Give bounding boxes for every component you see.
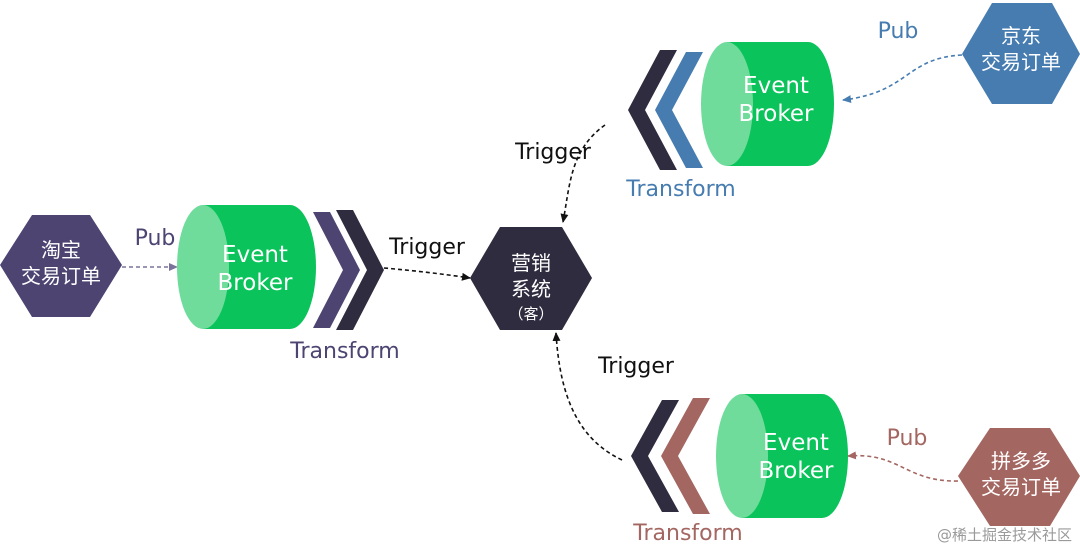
broker-bottom-line2: Broker — [759, 458, 834, 484]
pub-arrow-top — [842, 54, 963, 104]
pub-label-top: Pub — [878, 19, 919, 44]
transform-chevrons-top — [628, 50, 703, 170]
taobao-order-node: 淘宝 交易订单 — [0, 215, 122, 317]
marketing-line1: 营销 — [511, 251, 551, 275]
marketing-system-node: 营销 系统 （客） — [470, 227, 592, 330]
taobao-line2: 交易订单 — [21, 264, 101, 288]
trigger-label-top: Trigger — [514, 140, 592, 165]
transform-label-left: Transform — [289, 339, 399, 364]
broker-top-line2: Broker — [739, 101, 814, 127]
event-broker-left: Event Broker — [177, 205, 316, 329]
watermark-text: @稀土掘金技术社区 — [937, 526, 1072, 544]
event-broker-bottom: Event Broker — [716, 394, 848, 518]
pub-label-bottom: Pub — [887, 426, 928, 451]
pdd-line2: 交易订单 — [981, 475, 1061, 499]
marketing-line3: （客） — [508, 305, 553, 323]
transform-chevrons-left — [313, 210, 384, 330]
pdd-order-node: 拼多多 交易订单 — [958, 428, 1080, 526]
pub-arrow-bottom — [847, 451, 959, 482]
jd-order-node: 京东 交易订单 — [962, 3, 1080, 104]
broker-left-line2: Broker — [218, 270, 293, 296]
trigger-arrow-bottom — [552, 332, 623, 461]
marketing-line2: 系统 — [511, 277, 551, 301]
trigger-label-bottom: Trigger — [597, 354, 675, 379]
broker-left-line1: Event — [222, 242, 288, 268]
jd-line2: 交易订单 — [981, 50, 1061, 74]
transform-chevrons-bottom — [631, 398, 710, 514]
taobao-line1: 淘宝 — [41, 238, 81, 262]
broker-top-line1: Event — [743, 73, 809, 99]
jd-line1: 京东 — [1001, 24, 1041, 48]
trigger-label-left: Trigger — [388, 235, 466, 260]
transform-label-top: Transform — [625, 177, 735, 202]
event-broker-top: Event Broker — [701, 42, 834, 166]
pub-label-left: Pub — [135, 226, 176, 251]
broker-bottom-line1: Event — [763, 430, 829, 456]
transform-label-bottom: Transform — [632, 521, 742, 546]
pdd-line1: 拼多多 — [991, 449, 1051, 473]
trigger-arrow-left — [383, 267, 471, 281]
